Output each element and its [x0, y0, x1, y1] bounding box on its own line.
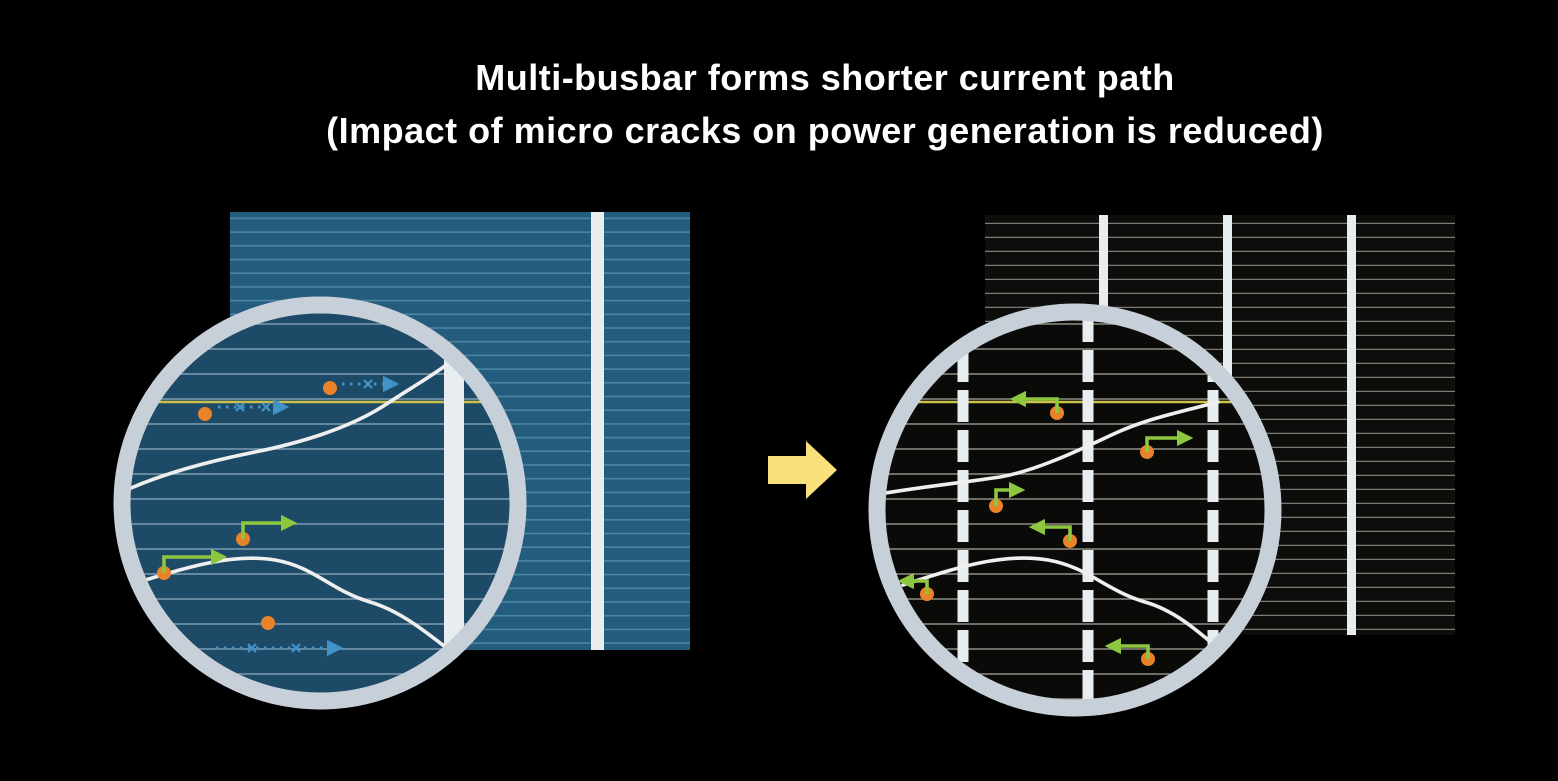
micro-crack-line: [130, 346, 470, 494]
charge-carrier-dot: [261, 616, 275, 630]
charge-carrier-dot: [323, 381, 337, 395]
micro-crack-line: [130, 556, 467, 664]
short-current-path-arrow: [1104, 637, 1155, 666]
short-current-path-arrow: [157, 548, 228, 580]
transition-arrow-icon: [768, 441, 837, 499]
charge-carrier-dot: [198, 407, 212, 421]
right-cell-busbar: [1347, 215, 1356, 635]
long-current-path-arrow: [216, 616, 344, 657]
short-current-path-arrow: [989, 481, 1026, 513]
left-cell-busbar: [591, 212, 604, 650]
right-magnifier-view: [885, 320, 1265, 700]
long-current-path-arrow: [198, 398, 290, 421]
micro-crack-line: [885, 400, 1220, 496]
short-current-path-arrow: [1140, 429, 1194, 459]
blocked-path-x-icon: [235, 402, 271, 412]
title-line-1: Multi-busbar forms shorter current path: [475, 57, 1175, 98]
left-magnifier-ring: [113, 296, 527, 710]
short-current-path-arrow: [1009, 390, 1064, 420]
left-magnifier-view: [130, 313, 510, 693]
title-line-2: (Impact of micro cracks on power generat…: [326, 109, 1324, 151]
left-magnified-busbar: [444, 313, 464, 693]
right-magnifier-ring: [868, 303, 1282, 717]
diagram-title: Multi-busbar forms shorter current path …: [92, 52, 1558, 158]
short-current-path-arrow: [897, 572, 934, 601]
blocked-path-x-icon: [247, 643, 301, 653]
micro-crack-line: [901, 556, 1234, 662]
blocked-path-x-icon: [363, 379, 373, 389]
short-current-path-arrow: [236, 514, 298, 546]
short-current-path-arrow: [1028, 518, 1077, 548]
long-current-path-arrow: [323, 375, 400, 395]
